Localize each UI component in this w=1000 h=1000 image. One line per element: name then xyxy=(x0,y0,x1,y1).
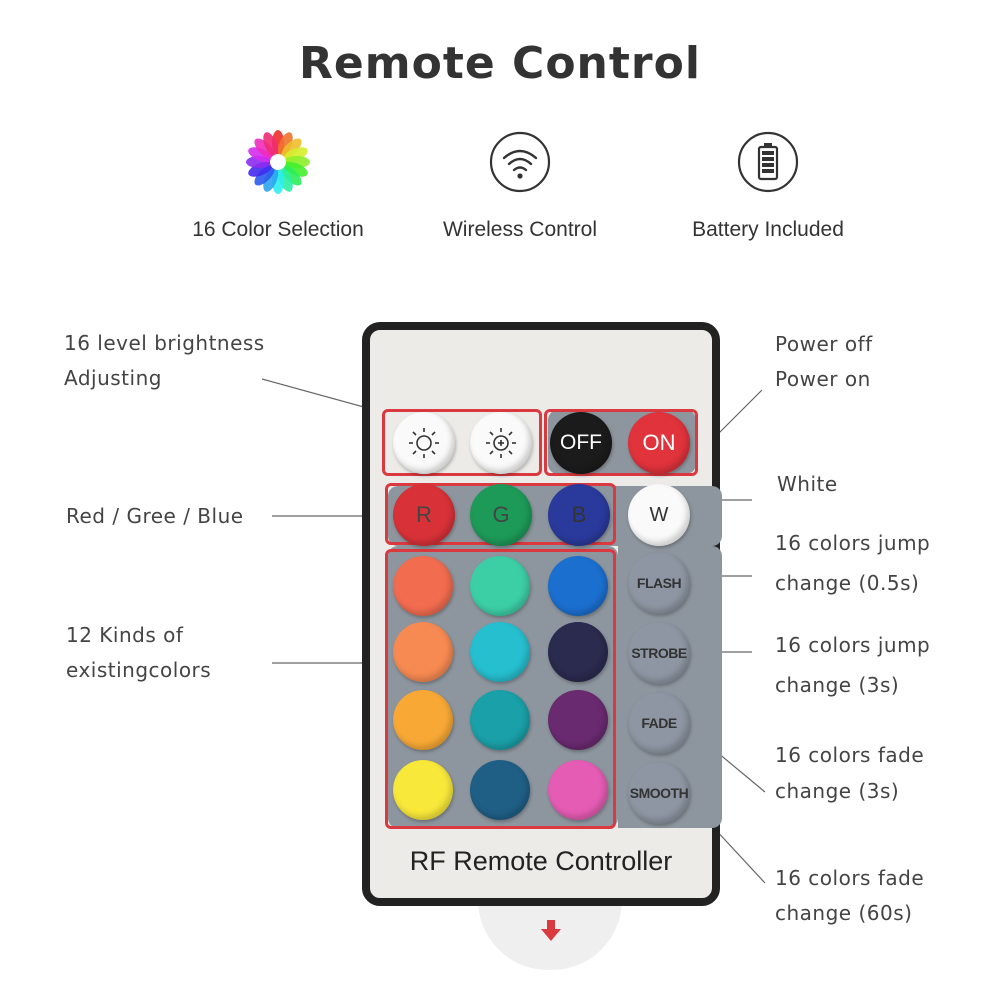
color-button[interactable] xyxy=(548,760,608,820)
color-button[interactable] xyxy=(548,690,608,750)
smooth-button[interactable]: SMOOTH xyxy=(628,762,690,824)
brightness-down-button[interactable] xyxy=(393,412,455,474)
color-button[interactable] xyxy=(470,622,530,682)
page-title: Remote Control xyxy=(299,38,701,89)
callout-brightness: 16 level brightness Adjusting xyxy=(64,331,265,390)
fade-button[interactable]: FADE xyxy=(628,692,690,754)
feature-label: 16 Color Selection xyxy=(192,218,364,241)
feature-battery: Battery Included xyxy=(648,128,888,242)
color-button[interactable] xyxy=(393,556,453,616)
battery-icon xyxy=(648,128,888,196)
flash-button[interactable]: FLASH xyxy=(628,552,690,614)
callout-strobe: 16 colors jump change (3s) xyxy=(775,633,931,697)
color-button[interactable] xyxy=(548,556,608,616)
remote-brand-label: RF Remote Controller xyxy=(409,846,673,876)
sun-down-icon xyxy=(409,428,439,458)
sun-up-icon xyxy=(486,428,516,458)
power-frame xyxy=(544,409,698,476)
color-button[interactable] xyxy=(393,760,453,820)
callout-power: Power off Power on xyxy=(775,332,873,391)
white-button[interactable]: W xyxy=(628,484,690,546)
callout-smooth: 16 colors fade change (60s) xyxy=(775,866,925,925)
strobe-button[interactable]: STROBE xyxy=(628,622,690,684)
callout-white: White xyxy=(777,472,838,496)
feature-wireless: Wireless Control xyxy=(400,128,640,242)
brightness-frame xyxy=(382,409,542,476)
wifi-icon xyxy=(400,128,640,196)
colors-frame xyxy=(385,549,616,829)
on-button[interactable]: ON xyxy=(628,412,690,474)
color-button[interactable] xyxy=(548,622,608,682)
arrow-down-icon xyxy=(541,920,561,941)
color-wheel-icon xyxy=(158,128,398,196)
color-button[interactable] xyxy=(470,556,530,616)
callout-fade: 16 colors fade change (3s) xyxy=(775,743,925,803)
color-button[interactable] xyxy=(393,622,453,682)
callout-colors: 12 Kinds of existingcolors xyxy=(66,623,212,682)
feature-color-selection: 16 Color Selection xyxy=(158,128,398,242)
color-button[interactable] xyxy=(393,690,453,750)
feature-label: Wireless Control xyxy=(442,218,598,241)
color-button[interactable] xyxy=(470,690,530,750)
color-button[interactable] xyxy=(470,760,530,820)
callout-rgb: Red / Gree / Blue xyxy=(66,504,244,528)
green-button[interactable]: G xyxy=(470,484,532,546)
brightness-up-button[interactable] xyxy=(470,412,532,474)
blue-button[interactable]: B xyxy=(548,484,610,546)
red-button[interactable]: R xyxy=(393,484,455,546)
off-button[interactable]: OFF xyxy=(550,412,612,474)
feature-label: Battery Included xyxy=(692,218,844,241)
callout-flash: 16 colors jump change (0.5s) xyxy=(775,531,931,595)
